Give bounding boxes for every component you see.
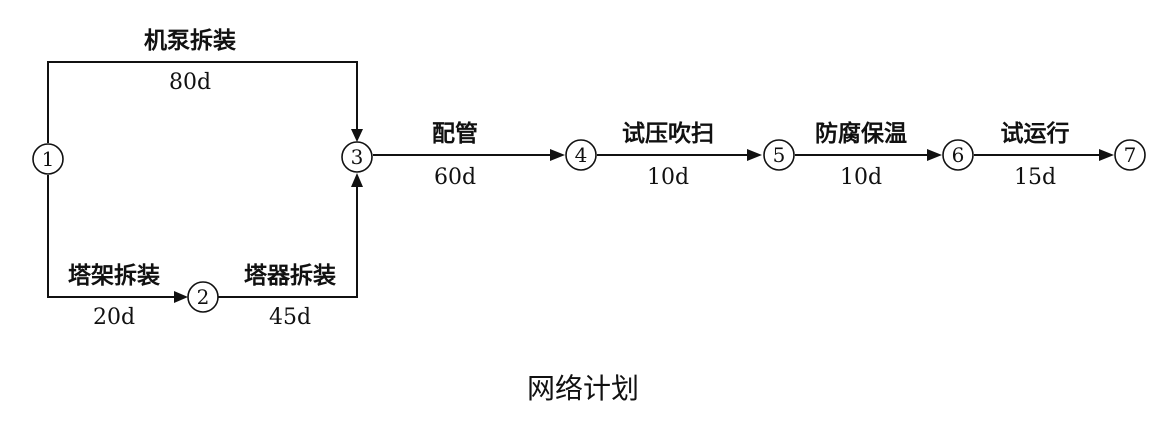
edge-2-3 xyxy=(217,183,358,298)
node-5-label: 5 xyxy=(773,143,786,167)
activity-labels: 机泵拆装 80d 塔架拆装 20d 塔器拆装 45d 配管 60d 试压吹扫 1… xyxy=(68,28,1070,330)
node-4-label: 4 xyxy=(575,143,588,167)
edges xyxy=(47,61,1114,303)
node-3: 3 xyxy=(341,141,373,173)
node-6: 6 xyxy=(942,139,974,171)
activity-3-4-duration: 60d xyxy=(434,165,476,190)
edge-1-3 xyxy=(47,61,358,143)
nodes: 1 2 3 4 5 6 7 xyxy=(32,139,1146,313)
node-4: 4 xyxy=(565,139,597,171)
activity-5-6-name: 防腐保温 xyxy=(815,120,907,147)
arrow-5-6 xyxy=(927,149,942,161)
node-2: 2 xyxy=(187,281,219,313)
node-1: 1 xyxy=(32,143,64,175)
node-5: 5 xyxy=(763,139,795,171)
node-7-label: 7 xyxy=(1124,143,1137,167)
activity-6-7-name: 试运行 xyxy=(1001,120,1070,147)
arrow-1-2 xyxy=(174,291,188,303)
activity-1-3-duration: 80d xyxy=(169,70,211,95)
arrow-3-4 xyxy=(550,149,565,161)
arrow-1-3 xyxy=(351,129,363,142)
activity-1-3-name: 机泵拆装 xyxy=(144,28,236,54)
diagram-caption: 网络计划 xyxy=(527,372,639,405)
node-2-label: 2 xyxy=(197,285,210,309)
arrow-4-5 xyxy=(747,149,762,161)
activity-6-7-duration: 15d xyxy=(1014,165,1056,190)
node-7: 7 xyxy=(1114,139,1146,171)
activity-1-2-duration: 20d xyxy=(93,305,135,330)
activity-4-5-name: 试压吹扫 xyxy=(622,121,714,147)
activity-1-2-name: 塔架拆装 xyxy=(68,263,160,289)
activity-4-5-duration: 10d xyxy=(647,165,689,190)
node-6-label: 6 xyxy=(952,143,965,167)
arrow-6-7 xyxy=(1099,149,1114,161)
activity-5-6-duration: 10d xyxy=(840,165,882,190)
activity-3-4-name: 配管 xyxy=(432,120,478,147)
arrow-2-3 xyxy=(351,173,363,187)
node-3-label: 3 xyxy=(351,145,364,169)
activity-2-3-duration: 45d xyxy=(269,305,311,330)
edge-1-2 xyxy=(47,175,178,298)
node-1-label: 1 xyxy=(42,147,55,171)
activity-2-3-name: 塔器拆装 xyxy=(244,263,336,289)
